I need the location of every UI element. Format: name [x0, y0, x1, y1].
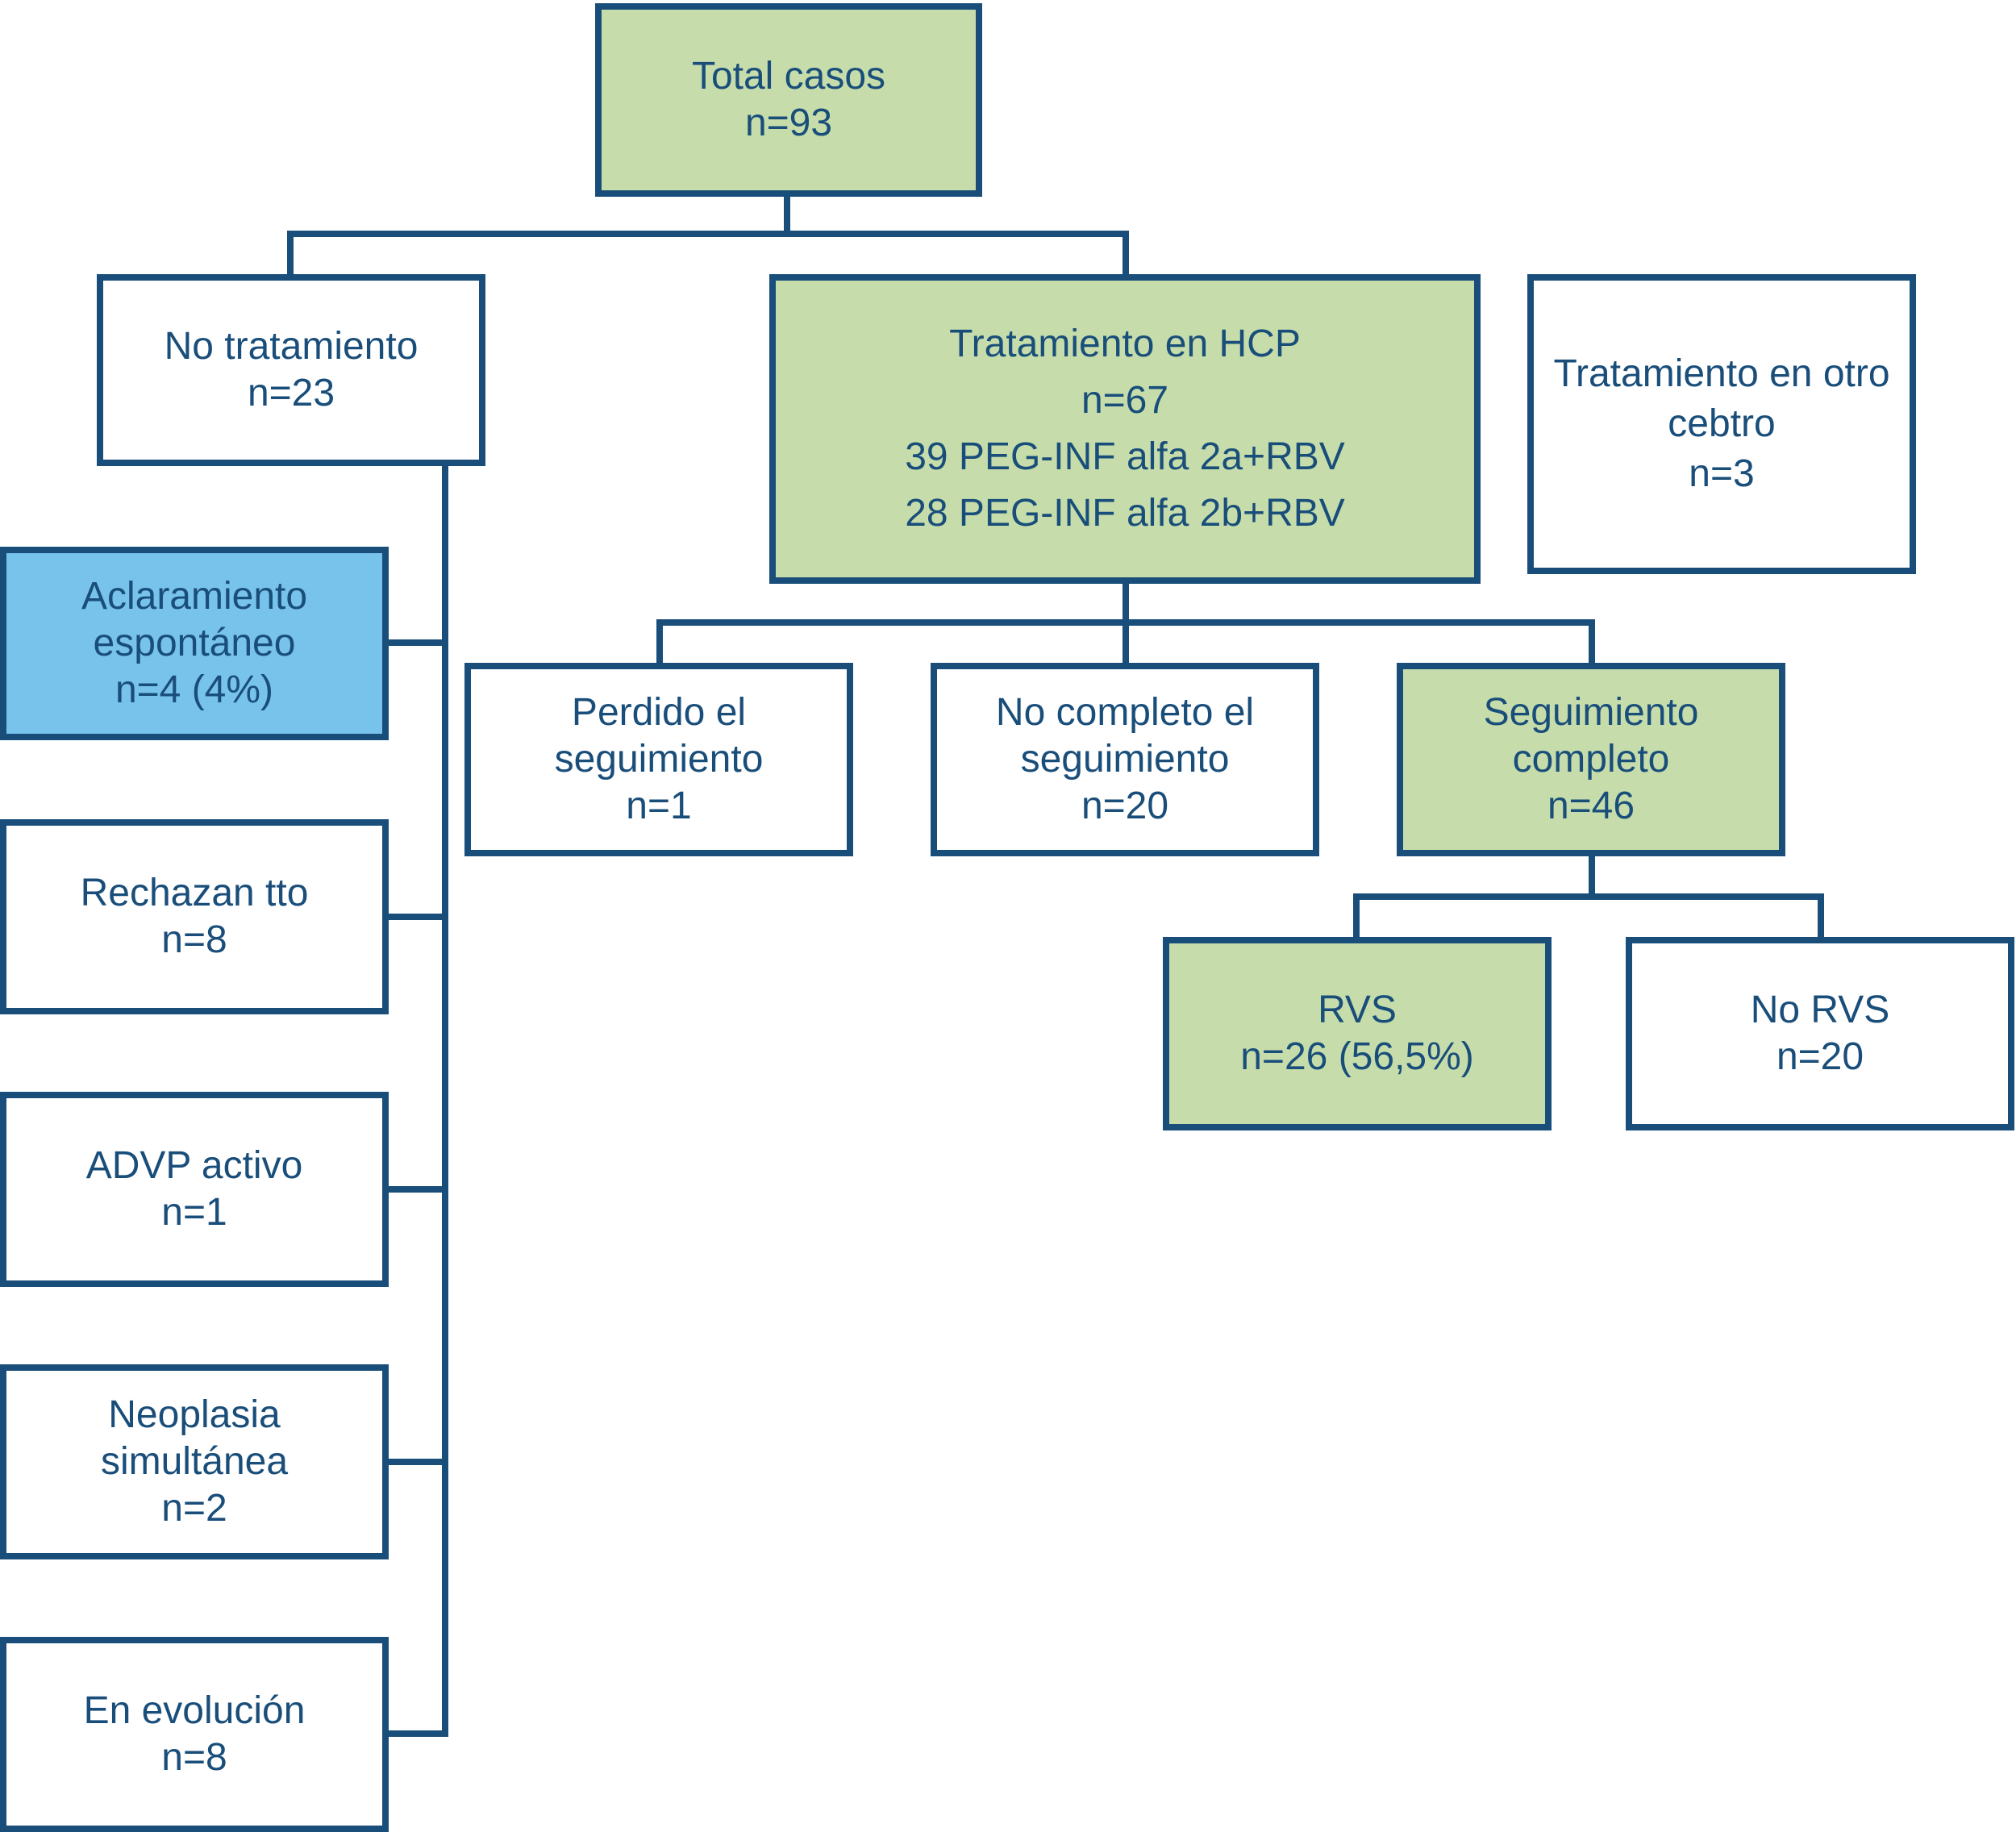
node-aclaramiento-line-2: espontáneo — [93, 622, 296, 664]
node-seguimiento-completo-line-1: Seguimiento — [1483, 691, 1699, 734]
node-perdido-line-3: n=1 — [626, 785, 692, 827]
node-no-tratamiento-line-2: n=23 — [247, 372, 335, 414]
node-total-casos-line-2: n=93 — [744, 102, 833, 144]
node-aclaramiento-espontaneo: Aclaramiento espontáneo n=4 (4%) — [0, 547, 389, 740]
node-no-tratamiento: No tratamiento n=23 — [97, 274, 485, 466]
node-advp-line-1: ADVP activo — [85, 1144, 303, 1187]
node-no-rvs-line-1: No RVS — [1750, 989, 1890, 1031]
node-neoplasia-line-3: n=2 — [161, 1487, 227, 1530]
node-perdido-line-2: seguimiento — [554, 738, 764, 781]
node-tratamiento-otro: Tratamiento en otro cebtro n=3 — [1527, 274, 1916, 574]
node-tratamiento-hcp-line-1: Tratamiento en HCP — [949, 323, 1301, 365]
node-rechazan-line-1: Rechazan tto — [80, 872, 309, 914]
connector-total-to-level1 — [287, 190, 1129, 277]
node-tratamiento-otro-line-1: Tratamiento en otro — [1553, 352, 1890, 395]
node-rechazan-line-2: n=8 — [161, 918, 227, 961]
node-no-tratamiento-line-1: No tratamiento — [164, 325, 419, 368]
node-total-casos: Total casos n=93 — [595, 3, 982, 197]
node-perdido-line-1: Perdido el — [571, 691, 747, 734]
node-en-evolucion: En evolución n=8 — [0, 1637, 389, 1832]
connector-no-tratamiento-to-reasons — [385, 463, 448, 1737]
node-seguimiento-completo-line-3: n=46 — [1547, 785, 1635, 827]
node-tratamiento-hcp-line-3: 39 PEG-INF alfa 2a+RBV — [905, 435, 1345, 478]
node-no-completo-line-1: No completo el — [995, 691, 1255, 734]
node-rechazan-tto: Rechazan tto n=8 — [0, 819, 389, 1014]
node-rvs-line-2: n=26 (56,5%) — [1240, 1035, 1474, 1078]
node-evolucion-line-2: n=8 — [161, 1736, 227, 1779]
node-neoplasia-line-2: simultánea — [100, 1440, 289, 1483]
node-neoplasia-line-1: Neoplasia — [108, 1393, 281, 1436]
node-no-rvs: No RVS n=20 — [1626, 937, 2014, 1130]
node-seguimiento-completo: Seguimiento completo n=46 — [1397, 663, 1785, 856]
connector-hcp-to-followup — [656, 581, 1595, 666]
node-advp-activo: ADVP activo n=1 — [0, 1092, 389, 1287]
node-aclaramiento-line-1: Aclaramiento — [81, 575, 308, 618]
node-rvs: RVS n=26 (56,5%) — [1163, 937, 1552, 1130]
node-evolucion-line-1: En evolución — [83, 1689, 306, 1732]
node-no-rvs-line-2: n=20 — [1776, 1035, 1864, 1078]
node-perdido-seguimiento: Perdido el seguimiento n=1 — [464, 663, 853, 856]
node-rvs-line-1: RVS — [1318, 989, 1397, 1031]
node-tratamiento-otro-line-3: n=3 — [1689, 452, 1755, 495]
node-no-completo-seguimiento: No completo el seguimiento n=20 — [931, 663, 1319, 856]
node-advp-line-2: n=1 — [161, 1191, 227, 1234]
connector-completo-to-outcomes — [1353, 853, 1824, 940]
node-tratamiento-otro-line-2: cebtro — [1668, 402, 1776, 445]
node-total-casos-line-1: Total casos — [691, 55, 886, 98]
node-neoplasia-simultanea: Neoplasia simultánea n=2 — [0, 1364, 389, 1559]
node-no-completo-line-3: n=20 — [1081, 785, 1169, 827]
node-no-completo-line-2: seguimiento — [1020, 738, 1230, 781]
node-seguimiento-completo-line-2: completo — [1512, 738, 1670, 781]
node-tratamiento-hcp: Tratamiento en HCP n=67 39 PEG-INF alfa … — [769, 274, 1481, 584]
node-tratamiento-hcp-line-2: n=67 — [1081, 379, 1169, 422]
node-tratamiento-hcp-line-4: 28 PEG-INF alfa 2b+RBV — [905, 492, 1345, 535]
node-aclaramiento-line-3: n=4 (4%) — [115, 668, 274, 711]
